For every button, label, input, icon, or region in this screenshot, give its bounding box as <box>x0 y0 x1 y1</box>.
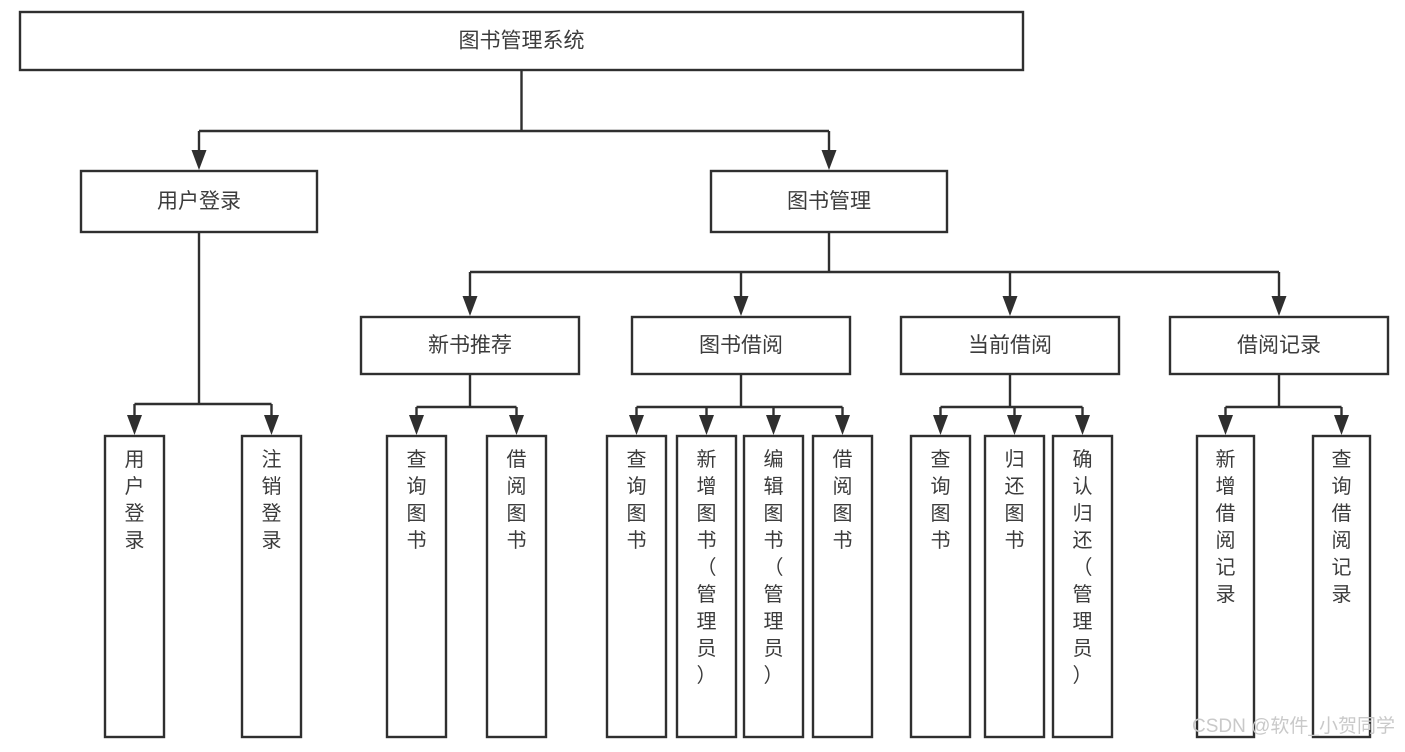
node-label: 查询图书 <box>931 448 951 552</box>
node-fn-query-record[interactable]: 查询借阅记录 <box>1311 434 1372 739</box>
node-label: 编辑图书（管理员） <box>764 448 784 687</box>
node-fn-borrow-book-2[interactable]: 借阅图书 <box>811 434 874 739</box>
node-fn-query-book-2[interactable]: 查询图书 <box>605 434 668 739</box>
node-book-manage[interactable]: 图书管理 <box>709 169 949 234</box>
connector-group <box>127 232 279 435</box>
node-fn-add-book[interactable]: 新增图书（管理员） <box>675 434 738 739</box>
node-label: 新增图书（管理员） <box>697 448 717 687</box>
node-label: 借阅记录 <box>1237 334 1321 357</box>
node-label: 借阅图书 <box>507 448 527 552</box>
connector-group <box>462 232 1287 316</box>
node-label: 查询图书 <box>627 448 647 552</box>
node-fn-query-book-3[interactable]: 查询图书 <box>909 434 972 739</box>
node-current-borrow[interactable]: 当前借阅 <box>899 315 1121 376</box>
node-label: 查询图书 <box>407 448 427 552</box>
node-label: 确认归还（管理员） <box>1073 448 1093 687</box>
node-layer: 图书管理系统用户登录图书管理新书推荐图书借阅当前借阅借阅记录用户登录注销登录查询… <box>18 10 1390 739</box>
connector-layer <box>127 70 1349 435</box>
node-label: 图书管理 <box>787 190 871 213</box>
node-label: 用户登录 <box>125 449 145 552</box>
node-label: 图书管理系统 <box>459 30 585 53</box>
node-label: 图书借阅 <box>699 334 783 357</box>
node-borrow-record[interactable]: 借阅记录 <box>1168 315 1390 376</box>
node-fn-return-book[interactable]: 归还图书 <box>983 434 1046 739</box>
connector-group <box>409 374 524 435</box>
connector-group <box>1218 374 1349 435</box>
node-fn-query-book-1[interactable]: 查询图书 <box>385 434 448 739</box>
node-root[interactable]: 图书管理系统 <box>18 10 1025 72</box>
node-label: 新增借阅记录 <box>1216 448 1236 606</box>
node-new-book-rec[interactable]: 新书推荐 <box>359 315 581 376</box>
node-label: 新书推荐 <box>428 334 512 357</box>
connector-group <box>191 70 837 170</box>
node-fn-logout[interactable]: 注销登录 <box>240 434 303 739</box>
node-label: 用户登录 <box>157 190 241 213</box>
node-label: 当前借阅 <box>968 334 1052 357</box>
node-label: 查询借阅记录 <box>1332 448 1352 606</box>
watermark-label: CSDN @软件_小贺同学 <box>1192 715 1395 737</box>
node-label: 注销登录 <box>262 448 282 552</box>
node-fn-add-record[interactable]: 新增借阅记录 <box>1195 434 1256 739</box>
node-fn-borrow-book-1[interactable]: 借阅图书 <box>485 434 548 739</box>
node-fn-edit-book[interactable]: 编辑图书（管理员） <box>742 434 805 739</box>
node-fn-confirm-return[interactable]: 确认归还（管理员） <box>1051 434 1114 739</box>
node-book-borrow[interactable]: 图书借阅 <box>630 315 852 376</box>
node-label: 借阅图书 <box>833 448 853 552</box>
connector-group <box>629 374 850 435</box>
node-label: 归还图书 <box>1005 448 1025 552</box>
connector-group <box>933 374 1090 435</box>
node-fn-user-login[interactable]: 用户登录 <box>103 434 166 739</box>
node-user-login[interactable]: 用户登录 <box>79 169 319 234</box>
